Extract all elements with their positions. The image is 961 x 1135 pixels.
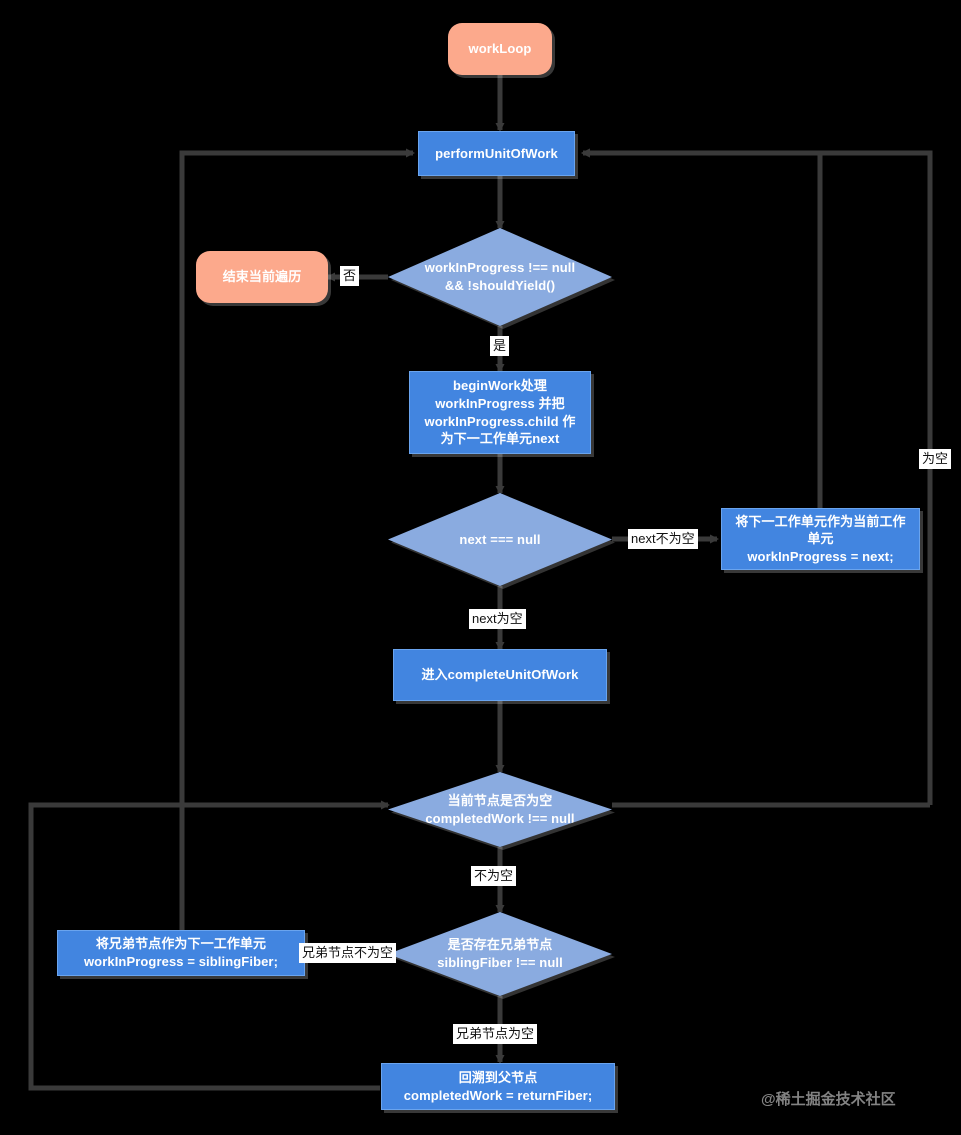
node-end-traverse[interactable]: 结束当前遍历 (196, 251, 328, 303)
edge-label-next-empty: next为空 (469, 609, 526, 629)
decision-sibling-exists-label: 是否存在兄弟节点 siblingFiber !== null (437, 937, 563, 970)
node-decision-sibling-exists[interactable]: 是否存在兄弟节点 siblingFiber !== null (388, 912, 615, 999)
node-perform-unit-of-work[interactable]: performUnitOfWork (418, 131, 575, 176)
watermark: @稀土掘金技术社区 (761, 1091, 896, 1108)
decision-completed-work-null-label: 当前节点是否为空 completedWork !== null (425, 792, 575, 826)
node-decision-completed-work-null[interactable]: 当前节点是否为空 completedWork !== null (388, 772, 615, 850)
decision-should-yield-label: workInProgress !== null && !shouldYield(… (424, 260, 576, 293)
node-decision-next-null[interactable]: next === null (388, 493, 615, 589)
node-enter-complete-unit-of-work[interactable]: 进入completeUnitOfWork (393, 649, 607, 701)
edge-label-not-empty: 不为空 (471, 866, 517, 886)
node-work-loop[interactable]: workLoop (448, 23, 552, 75)
decision-should-yield-shape: workInProgress !== null && !shouldYield(… (388, 228, 612, 326)
decision-next-null-shape: next === null (388, 493, 612, 586)
node-back-to-parent[interactable]: 回溯到父节点 completedWork = returnFiber; (381, 1063, 615, 1110)
edge-label-next-not-empty: next不为空 (628, 529, 698, 549)
edge-label-sibling-not-empty: 兄弟节点不为空 (299, 943, 397, 963)
node-set-next-as-current[interactable]: 将下一工作单元作为当前工作 单元 workInProgress = next; (721, 508, 920, 570)
node-begin-work[interactable]: beginWork处理 workInProgress 并把 workInProg… (409, 371, 591, 454)
edge-label-empty: 为空 (919, 449, 952, 469)
decision-completed-work-null-shape: 当前节点是否为空 completedWork !== null (388, 772, 612, 847)
edge-label-sibling-empty: 兄弟节点为空 (453, 1024, 538, 1044)
edge-label-yes: 是 (490, 336, 510, 356)
node-set-sibling-as-next[interactable]: 将兄弟节点作为下一工作单元 workInProgress = siblingFi… (57, 930, 305, 976)
decision-next-null-label: next === null (459, 531, 541, 547)
decision-sibling-exists-shape: 是否存在兄弟节点 siblingFiber !== null (388, 912, 612, 996)
edge-label-no: 否 (340, 266, 360, 286)
node-decision-should-yield[interactable]: workInProgress !== null && !shouldYield(… (388, 228, 615, 329)
